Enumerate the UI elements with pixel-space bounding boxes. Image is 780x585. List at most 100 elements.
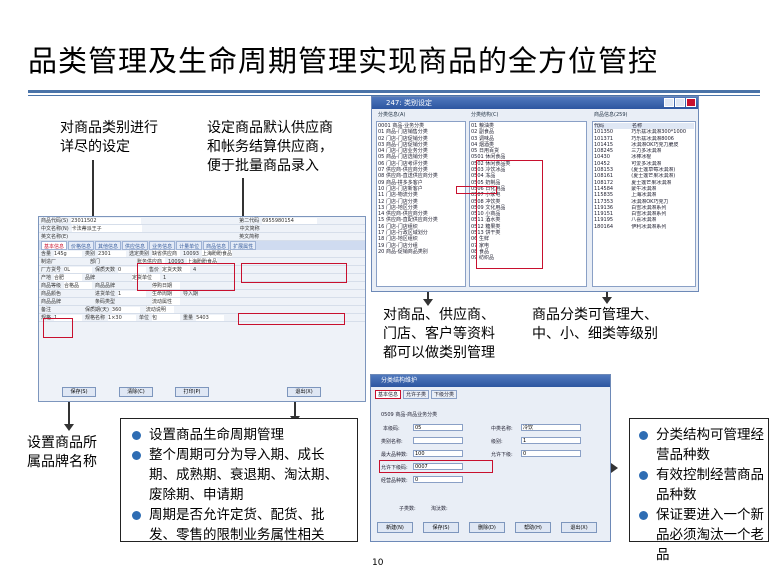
maintain-help-button[interactable]: 帮助(H): [515, 522, 551, 533]
category-type-item[interactable]: 15 供应商-直配供应商分类: [378, 217, 438, 224]
tree-node[interactable]: 01 粮油类: [471, 123, 494, 129]
product-save-button[interactable]: 保存(S): [62, 387, 96, 397]
tab-product-info[interactable]: 商品信息: [203, 241, 230, 250]
category-type-item[interactable]: 20 商品-促销商品类别: [378, 248, 428, 255]
category-type-item[interactable]: 17 门店-行政区域划分: [378, 230, 428, 237]
input-count[interactable]: 0: [413, 476, 463, 483]
category-type-item[interactable]: 06 门店-门店考评分类: [378, 160, 428, 167]
tree-node[interactable]: 07 家电: [471, 242, 489, 249]
tree-node[interactable]: 02 副食品: [471, 129, 494, 136]
table-row[interactable]: 108161(夏士莲芒果冰淇淋): [594, 173, 694, 179]
category-type-item[interactable]: 12 门店-门店分类: [378, 198, 418, 205]
tree-node[interactable]: 0503 冷饮冰品: [471, 167, 506, 174]
category-type-item[interactable]: 01 商品-门店销售分类: [378, 129, 428, 136]
product-clear-button[interactable]: 清除(C): [119, 387, 153, 397]
category-type-item[interactable]: 02 门店-门店促销分类: [378, 135, 428, 142]
product-field-cell[interactable]: 停购日期: [152, 282, 181, 289]
category-type-item[interactable]: 08 供应商-直送供应商分类: [378, 173, 438, 180]
maximize-icon[interactable]: [675, 98, 685, 107]
category-type-item[interactable]: 04 门店-门店业务分类: [378, 148, 428, 155]
maintain-delete-button[interactable]: 删除(D): [469, 522, 505, 533]
tab-supply-info[interactable]: 供应信息: [122, 241, 149, 250]
tree-node[interactable]: 06 生鲜: [471, 236, 489, 243]
product-field-cell[interactable]: 包: [152, 314, 181, 321]
tree-node[interactable]: 0505 奶制品: [471, 179, 501, 186]
product-field-cell[interactable]: 1: [118, 290, 147, 297]
tab-price-info[interactable]: 价格信息: [68, 241, 95, 250]
category-type-item[interactable]: 05 商品-门店选销分类: [378, 154, 428, 161]
tree-node[interactable]: 08 食品: [471, 248, 489, 255]
input-max[interactable]: 100: [413, 450, 463, 457]
category-type-item[interactable]: 14 供应商-供应商分类: [378, 211, 428, 218]
product-field-cell[interactable]: 2301: [98, 250, 127, 257]
product-field-cell[interactable]: 定货天数: [162, 266, 191, 273]
category-type-item[interactable]: 03 商品-门店促销分类: [378, 141, 428, 148]
product-field-cell[interactable]: 定货单位: [132, 274, 161, 281]
product-field-cell[interactable]: 生命周期: [152, 290, 181, 297]
input-level[interactable]: 1: [521, 437, 581, 444]
tree-node[interactable]: 0512 糖果类: [471, 223, 501, 230]
product-field-cell[interactable]: 0: [118, 266, 147, 273]
tree-node[interactable]: 09 纺织品: [471, 255, 494, 262]
product-field-cell[interactable]: 合格品: [64, 282, 93, 289]
tree-node[interactable]: 0509 文化用品: [471, 204, 506, 211]
input-sub-code[interactable]: 0007: [413, 463, 463, 470]
tree-node[interactable]: 0510 小商品: [471, 211, 501, 218]
category-type-item[interactable]: 10 门店-门店新客户: [378, 185, 423, 192]
input-mid-name[interactable]: 冷饮: [521, 424, 581, 431]
category-type-item[interactable]: 16 门店-门店组织: [378, 223, 418, 230]
product-field-cell[interactable]: 流动属性: [152, 298, 181, 305]
maintain-exit-button[interactable]: 退出(X): [561, 522, 597, 533]
maintain-tab-basic[interactable]: 基本信息: [375, 390, 402, 399]
category-type-item[interactable]: 09 商品-拼多多客户: [378, 179, 423, 186]
product-field-cell[interactable]: 账务供应商: [137, 258, 166, 265]
category-type-item[interactable]: 11 门店-物流分类: [378, 192, 418, 199]
close-icon[interactable]: [686, 98, 696, 107]
product-field-cell[interactable]: 上海盼盼食品: [186, 258, 217, 265]
tab-extended[interactable]: 扩展属性: [230, 241, 257, 250]
tab-other-info[interactable]: 其他信息: [95, 241, 122, 250]
product-field-cell[interactable]: 合肥: [54, 274, 83, 281]
category-type-item[interactable]: 0001 商品-业务分类: [378, 123, 425, 129]
column-header[interactable]: 代码: [594, 123, 605, 129]
tab-unit[interactable]: 计量单位: [176, 241, 203, 250]
tree-node[interactable]: 0504 冻品: [471, 173, 496, 180]
product-field-cell[interactable]: 1: [54, 314, 83, 321]
input-name[interactable]: [413, 437, 463, 444]
tab-basic-info[interactable]: 基本信息: [41, 241, 68, 250]
category-type-item[interactable]: 13 门店-地区分类: [378, 204, 418, 211]
product-exit-button[interactable]: 退出(X): [287, 387, 321, 397]
tree-node[interactable]: 0513 饼干类: [471, 230, 501, 237]
tree-node[interactable]: 0507 小家电: [471, 192, 501, 199]
product-field-cell[interactable]: 145g: [54, 250, 83, 257]
product-field-cell[interactable]: 0L: [64, 266, 93, 273]
category-type-item[interactable]: 19 门店-门店分组: [378, 242, 418, 249]
maintain-tab-children[interactable]: 下级分类: [431, 390, 458, 399]
category-type-item[interactable]: 18 门店-地区组织: [378, 236, 418, 243]
input-allow-sub[interactable]: 0: [521, 450, 581, 457]
product-field-cell[interactable]: 360: [111, 306, 140, 313]
product-field-cell[interactable]: 流动说明: [145, 306, 174, 313]
table-row[interactable]: 108153(夏士莲草莓冰淇淋): [594, 167, 694, 173]
category-type-item[interactable]: 07 供应商-供应商分类: [378, 167, 428, 174]
tree-node[interactable]: 0506 日化用品: [471, 185, 506, 192]
tree-node[interactable]: 04 烟酒类: [471, 141, 494, 148]
product-field-cell[interactable]: 1×30: [108, 314, 137, 321]
maintain-save-button[interactable]: 保存(S): [423, 522, 459, 533]
tree-node[interactable]: 03 调味品: [471, 135, 494, 142]
